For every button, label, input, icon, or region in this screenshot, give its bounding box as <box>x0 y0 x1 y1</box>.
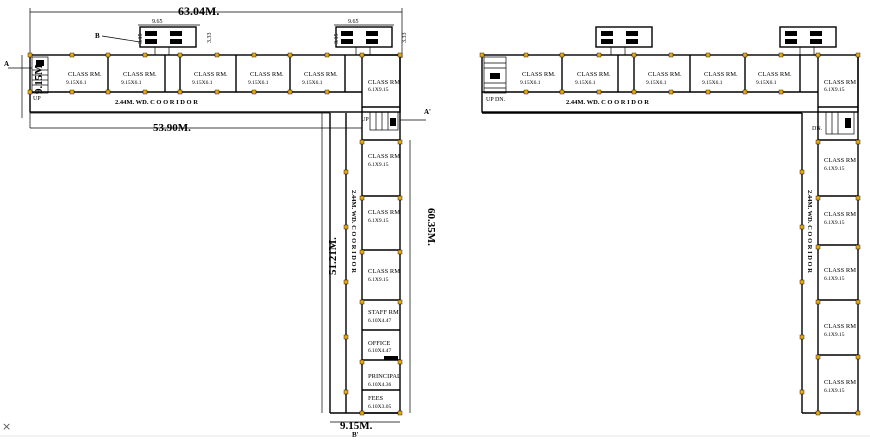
stair-right-upper: DN. <box>812 111 855 135</box>
principal-room-size: 6.10X4.36 <box>368 382 391 388</box>
class-room-h1-size: 9.15X6.1 <box>66 80 87 86</box>
class-room-h1-name: CLASS RM. <box>68 71 102 78</box>
svg-text:9.65: 9.65 <box>348 19 359 25</box>
corridor-horizontal-label-upper: 2.44M. WD. C O O R I D O R <box>566 99 649 106</box>
class-room-h2-size: 9.15X6.1 <box>121 80 142 86</box>
svg-text:9.15X6.1: 9.15X6.1 <box>520 80 541 86</box>
svg-text:9.15X6.1: 9.15X6.1 <box>702 80 723 86</box>
stair-up-dn-label: UP DN. <box>486 97 506 103</box>
total-width-label: 63.04M. <box>178 4 219 18</box>
svg-text:6.1X9.15: 6.1X9.15 <box>824 220 845 226</box>
svg-text:9.65: 9.65 <box>152 19 163 25</box>
svg-text:9.15X6.1: 9.15X6.1 <box>575 80 596 86</box>
class-room-h3-size: 9.15X6.1 <box>192 80 213 86</box>
toilet-block-upper-1 <box>595 26 653 56</box>
v-room-1-name: CLASS RM <box>368 153 400 160</box>
office-size: 6.10X4.47 <box>368 348 391 354</box>
v-room-3-name: CLASS RM <box>368 268 400 275</box>
svg-text:CLASS RM: CLASS RM <box>824 79 856 86</box>
office-name: OFFICE <box>368 340 390 347</box>
corridor-vertical-label-upper: 2.44M. WD. C O O R I D O R <box>806 190 813 273</box>
svg-text:3.15: 3.15 <box>138 34 144 45</box>
svg-text:CLASS RM.: CLASS RM. <box>648 71 682 78</box>
svg-text:CLASS RM.: CLASS RM. <box>577 71 611 78</box>
svg-text:3.33: 3.33 <box>402 33 408 44</box>
svg-text:UP: UP <box>361 117 369 123</box>
stair-left-upper: UP DN. <box>483 56 507 103</box>
v-room-2-name: CLASS RM <box>368 209 400 216</box>
v-room-3-size: 6.1X9.15 <box>368 277 389 283</box>
corridor-horizontal-label: 2.44M. WD. C O O R I D O R <box>115 99 198 106</box>
columns-right <box>479 52 861 416</box>
fees-room-name: FEES <box>368 395 384 402</box>
svg-text:3.33: 3.33 <box>207 33 213 44</box>
svg-text:CLASS RM.: CLASS RM. <box>704 71 738 78</box>
svg-text:6.1X9.15: 6.1X9.15 <box>824 87 845 93</box>
vertical-inner-label: 51.21M. <box>327 237 339 275</box>
v-room-2-size: 6.1X9.15 <box>368 218 389 224</box>
fees-room-size: 6.10X3.05 <box>368 404 391 410</box>
svg-text:CLASS RM: CLASS RM <box>824 379 856 386</box>
principal-room-name: PRINCIPAL <box>368 373 401 380</box>
left-wing-width-label: 9.15M. <box>33 61 45 94</box>
corridor-length-label: 53.90M. <box>153 122 191 134</box>
class-room-h4-name: CLASS RM. <box>250 71 284 78</box>
svg-text:9.15X6.1: 9.15X6.1 <box>756 80 777 86</box>
section-mark-b: B <box>95 32 100 40</box>
first-floor-plan: UP DN. CLASS RM. 9.15X6.1 CLASS RM. 9.15… <box>479 26 861 416</box>
corridor-vertical-label: 2.44M. WD. C O O R I D O R <box>350 190 357 273</box>
class-room-h2-name: CLASS RM. <box>123 71 157 78</box>
svg-text:6.1X9.15: 6.1X9.15 <box>824 332 845 338</box>
stair-right: UP A' <box>361 108 431 131</box>
svg-text:CLASS RM.: CLASS RM. <box>522 71 556 78</box>
svg-text:CLASS RM.: CLASS RM. <box>758 71 792 78</box>
stair-dn-label: DN. <box>812 126 823 132</box>
stair-up-label: UP <box>33 96 41 102</box>
ground-floor-plan: 63.04M. 9.15M. A 53.90M. UP <box>4 4 437 439</box>
columns-left <box>27 52 403 416</box>
staff-room-name: STAFF RM <box>368 309 399 316</box>
svg-text:CLASS RM: CLASS RM <box>824 323 856 330</box>
corner-room-size: 6.1X9.15 <box>368 87 389 93</box>
svg-text:CLASS RM: CLASS RM <box>824 157 856 164</box>
class-room-h5-name: CLASS RM. <box>304 71 338 78</box>
svg-text:9.15X6.1: 9.15X6.1 <box>646 80 667 86</box>
corner-room-name: CLASS RM <box>368 79 400 86</box>
toilet-block-2: 9.65 3.15 3.33 <box>334 19 408 56</box>
svg-text:6.1X9.15: 6.1X9.15 <box>824 388 845 394</box>
bottom-wing-width-label: 9.15M. <box>340 420 373 432</box>
section-mark-a: A <box>4 60 9 68</box>
vertical-total-label: 60.35M. <box>425 208 437 246</box>
class-room-h3-name: CLASS RM. <box>194 71 228 78</box>
class-room-h5-size: 9.15X6.1 <box>302 80 323 86</box>
svg-text:6.1X9.15: 6.1X9.15 <box>824 276 845 282</box>
section-mark-b-prime: B' <box>352 431 359 439</box>
toilet-block-1: 9.65 3.15 3.33 B <box>95 19 213 56</box>
toilet-block-upper-2 <box>779 26 837 56</box>
svg-text:3.15: 3.15 <box>334 34 340 45</box>
stair-left: UP <box>31 56 49 102</box>
staff-room-size: 6.10X4.47 <box>368 318 391 324</box>
class-room-h4-size: 9.15X6.1 <box>248 80 269 86</box>
svg-text:CLASS RM: CLASS RM <box>824 267 856 274</box>
svg-text:6.1X9.15: 6.1X9.15 <box>824 166 845 172</box>
v-room-1-size: 6.1X9.15 <box>368 162 389 168</box>
svg-text:CLASS RM: CLASS RM <box>824 211 856 218</box>
section-mark-a-prime: A' <box>424 108 431 116</box>
close-icon[interactable]: × <box>2 420 11 433</box>
